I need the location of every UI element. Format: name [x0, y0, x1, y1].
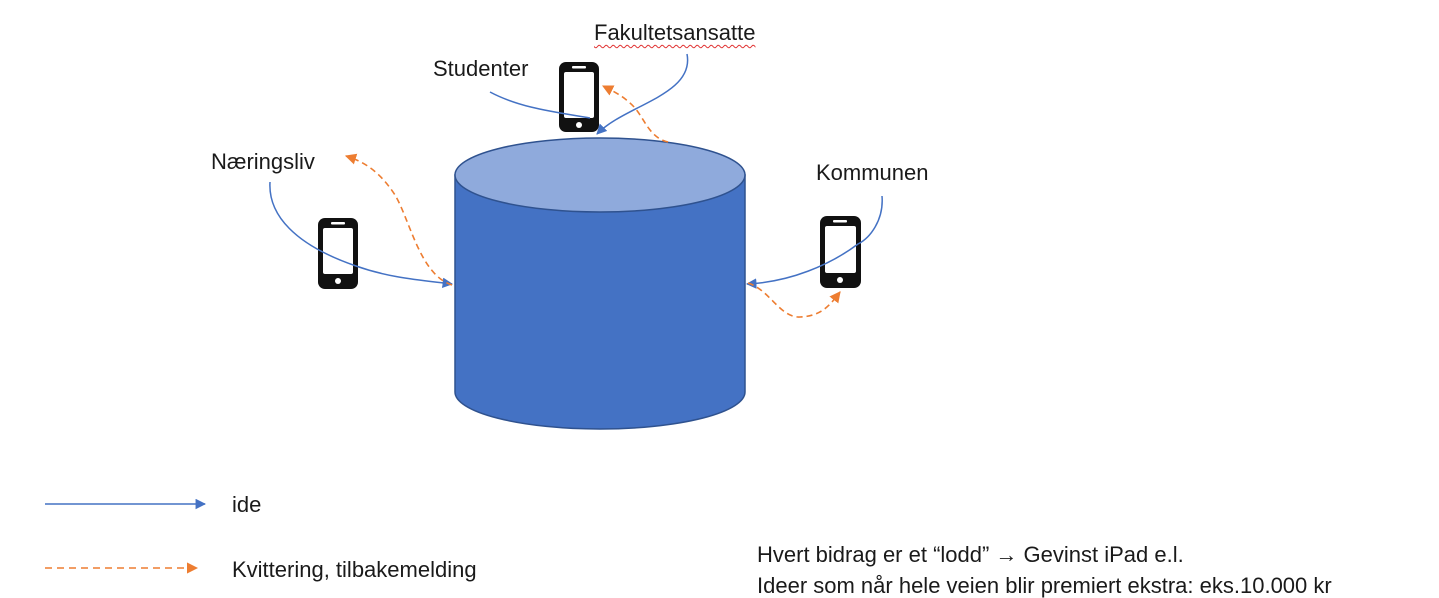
- node-label-studenter: Studenter: [433, 56, 529, 81]
- receipt-arrow-naeringsliv: [344, 153, 453, 286]
- note-line-1: Hvert bidrag er et “lodd” → Gevinst iPad…: [757, 542, 1184, 567]
- database-cylinder: [454, 137, 746, 430]
- smartphone-icon-kommunen: [820, 216, 861, 288]
- idea-arrow-fakultetsansatte: [596, 53, 689, 135]
- receipt-arrow-fakultetsansatte: [601, 85, 669, 143]
- idea-arrow-naeringsliv: [269, 181, 454, 289]
- smartphone-icon-studenter: [559, 62, 599, 132]
- legend-receipt-label: Kvittering, tilbakemelding: [232, 557, 477, 582]
- node-label-naeringsliv: Næringsliv: [211, 149, 315, 174]
- receipt-arrow-kommunen: [747, 282, 841, 318]
- node-label-fakultetsansatte: Fakultetsansatte: [594, 20, 756, 45]
- idea-arrow-studenter: [489, 91, 591, 119]
- node-label-kommunen: Kommunen: [816, 160, 929, 185]
- note-line-2: Ideer som når hele veien blir premiert e…: [757, 573, 1332, 598]
- idea-arrow-kommunen: [745, 195, 883, 289]
- legend-idea-label: ide: [232, 492, 262, 517]
- smartphone-icon-naeringsliv: [318, 218, 358, 289]
